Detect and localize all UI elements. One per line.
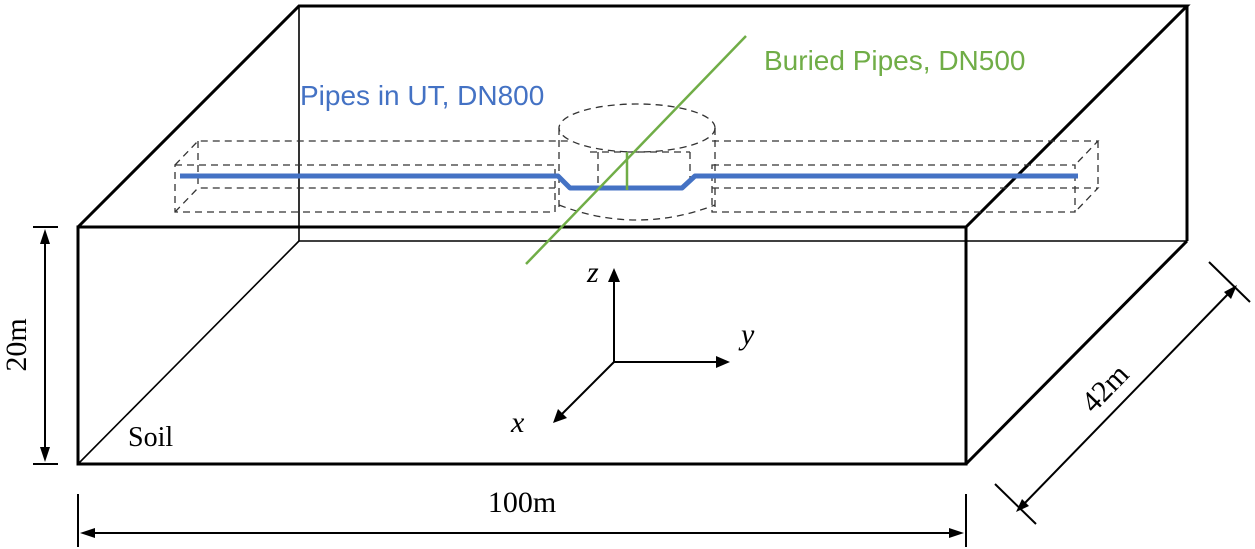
- length-dimension: [77, 494, 967, 547]
- soil-box: [76, 4, 1191, 466]
- axis-z-label: z: [586, 256, 599, 289]
- soil-box-front-face: [76, 225, 968, 466]
- soil-label: Soil: [128, 422, 173, 453]
- pipes-ut-label: Pipes in UT, DN800: [300, 80, 544, 111]
- buried-pipe: [525, 35, 747, 265]
- depth-label: 42m: [1075, 358, 1136, 419]
- soil-box-hidden-edges: [77, 6, 1187, 465]
- axis-x-label: x: [510, 406, 525, 439]
- height-dimension: [33, 226, 58, 465]
- height-label: 20m: [0, 318, 33, 371]
- utility-tunnel: [174, 103, 1100, 221]
- axis-y-label: y: [738, 318, 755, 351]
- buried-pipes-label: Buried Pipes, DN500: [764, 45, 1025, 76]
- ut-pipe: [180, 173, 1078, 191]
- length-label: 100m: [488, 486, 556, 519]
- depth-dimension: [994, 261, 1251, 525]
- soil-box-right-bottom-edge: [964, 239, 1189, 466]
- soil-box-top-back: [76, 4, 1191, 229]
- coordinate-axes: [553, 268, 730, 423]
